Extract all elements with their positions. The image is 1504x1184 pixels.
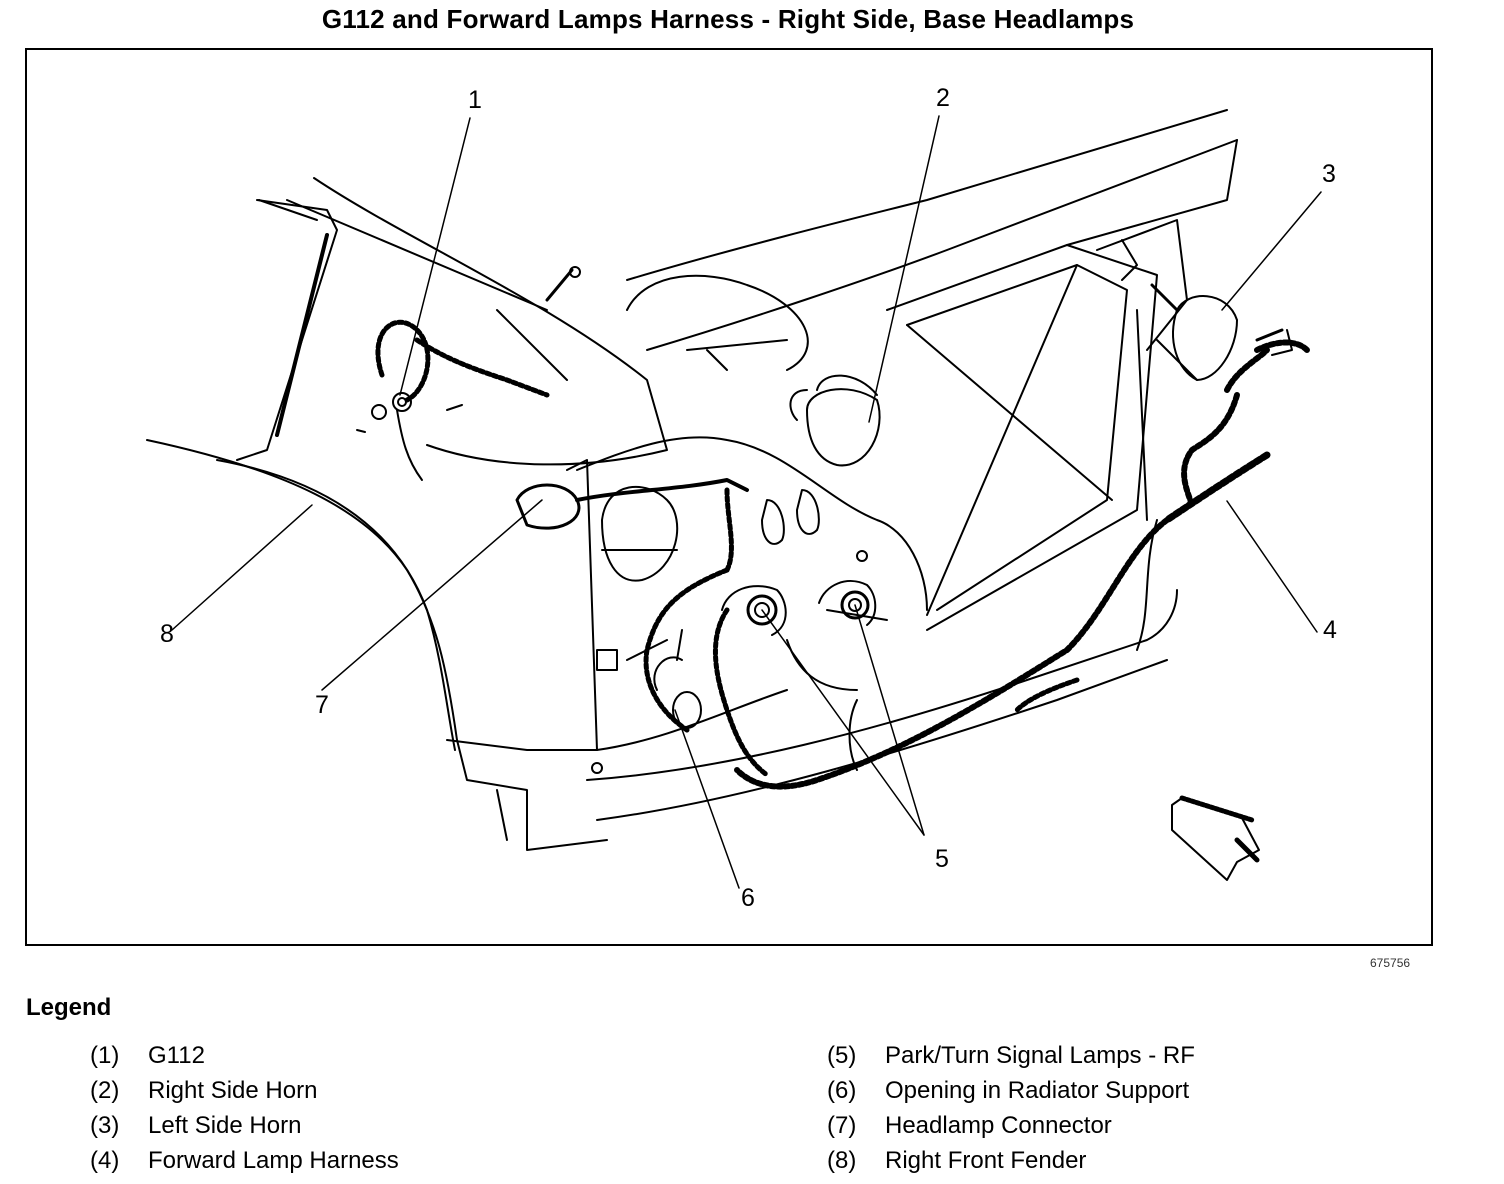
legend-item-7: (7) Headlamp Connector (827, 1112, 1112, 1140)
legend-label: Right Side Horn (148, 1077, 318, 1104)
legend-item-4: (4) Forward Lamp Harness (90, 1147, 399, 1175)
legend-number: (7) (827, 1112, 857, 1139)
callout-4: 4 (1323, 616, 1337, 644)
leader-line-5a (761, 609, 925, 836)
legend-label: Park/Turn Signal Lamps - RF (885, 1042, 1195, 1069)
left-side-horn (1150, 283, 1238, 381)
leader-line-3 (1221, 191, 1322, 311)
legend-item-6: (6) Opening in Radiator Support (827, 1077, 1189, 1105)
legend-number: (5) (827, 1042, 857, 1069)
legend-item-3: (3) Left Side Horn (90, 1112, 301, 1140)
legend-label: Opening in Radiator Support (885, 1077, 1190, 1104)
legend-label: Headlamp Connector (885, 1112, 1112, 1139)
callout-1: 1 (468, 86, 482, 114)
leader-line-4 (1226, 500, 1318, 633)
harness-illustration (146, 109, 1322, 889)
callout-8: 8 (160, 620, 174, 648)
headlamp-connector (515, 478, 749, 733)
legend-number: (4) (90, 1147, 120, 1174)
legend-label: Left Side Horn (148, 1112, 302, 1139)
callout-7: 7 (315, 691, 329, 719)
leader-line-6 (674, 709, 740, 889)
legend-label: Forward Lamp Harness (148, 1147, 399, 1174)
legend-title: Legend (26, 994, 112, 1021)
right-side-horn (789, 374, 881, 467)
legend-number: (1) (90, 1042, 120, 1069)
callout-2: 2 (936, 84, 950, 112)
legend-item-1: (1) G112 (90, 1042, 205, 1070)
forward-lamp-harness (734, 328, 1310, 790)
leader-line-8 (171, 504, 313, 631)
legend-item-5: (5) Park/Turn Signal Lamps - RF (827, 1042, 1195, 1070)
legend-item-2: (2) Right Side Horn (90, 1077, 317, 1105)
legend-number: (2) (90, 1077, 120, 1104)
legend-number: (6) (827, 1077, 857, 1104)
callout-6: 6 (741, 884, 755, 912)
callout-3: 3 (1322, 160, 1336, 188)
figure-code: 675756 (1370, 956, 1411, 970)
leader-line-2 (868, 115, 940, 423)
leader-line-1 (399, 117, 471, 396)
direction-arrow-icon (1171, 795, 1260, 881)
right-front-fender (146, 177, 668, 751)
radiator-support-opening (653, 629, 702, 729)
radiator-support (446, 109, 1238, 851)
legend-number: (8) (827, 1147, 857, 1174)
callout-5: 5 (935, 845, 949, 873)
diagram-frame: 1 2 3 4 5 6 7 8 (25, 48, 1433, 946)
legend-item-8: (8) Right Front Fender (827, 1147, 1086, 1175)
diagram-title: G112 and Forward Lamps Harness - Right S… (321, 4, 1135, 34)
leader-line-5b (854, 604, 925, 836)
legend-number: (3) (90, 1112, 120, 1139)
leader-line-7 (321, 499, 543, 691)
legend-label: G112 (148, 1042, 205, 1069)
leader-lines (171, 115, 1322, 889)
legend-label: Right Front Fender (885, 1147, 1087, 1174)
